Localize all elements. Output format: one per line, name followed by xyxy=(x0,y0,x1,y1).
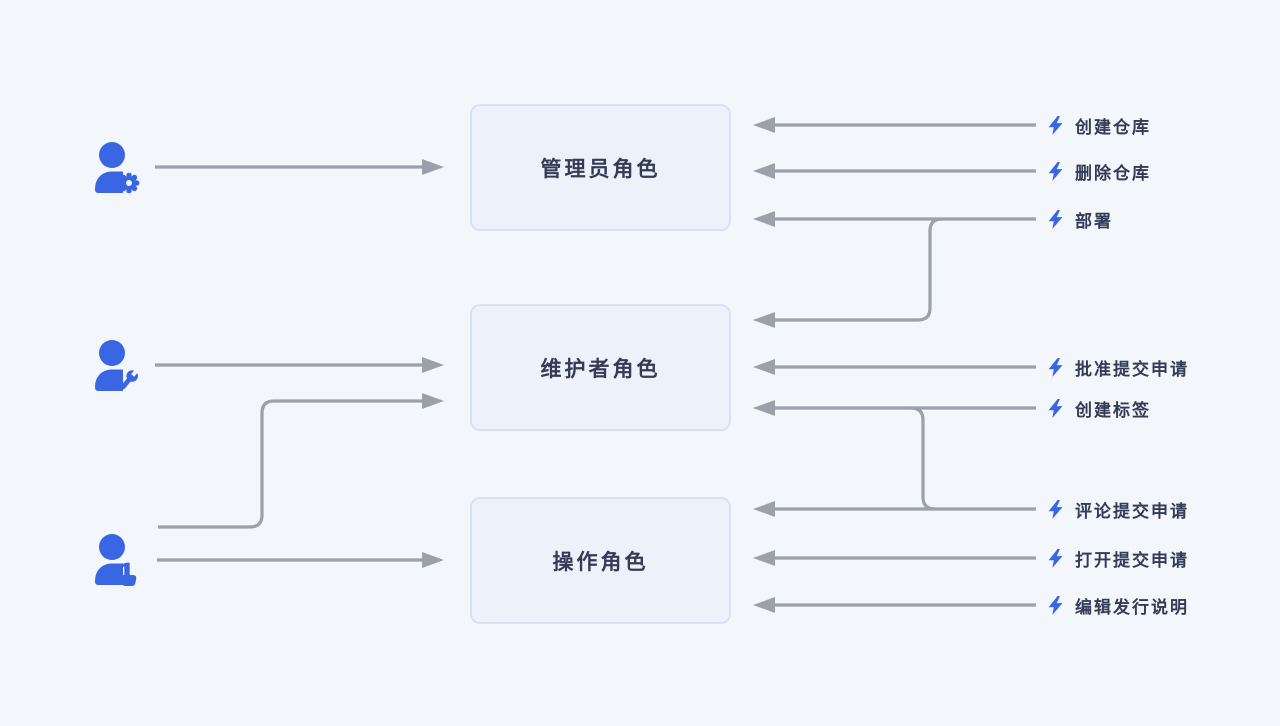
lightning-bolt-icon xyxy=(1048,357,1063,377)
role-box-admin: 管理员角色 xyxy=(470,104,731,231)
action-label: 评论提交申请 xyxy=(1075,501,1189,521)
lightning-bolt-icon xyxy=(1048,115,1063,135)
lightning-bolt-icon xyxy=(1048,548,1063,568)
lightning-bolt-icon xyxy=(1048,161,1063,181)
action-create-tag: 创建标签 xyxy=(1047,395,1151,421)
role-box-operator: 操作角色 xyxy=(470,497,731,624)
action-label: 创建标签 xyxy=(1075,400,1151,420)
role-label-maintainer: 维护者角色 xyxy=(540,357,661,381)
gear-icon xyxy=(118,172,140,194)
action-create-repo: 创建仓库 xyxy=(1047,112,1151,138)
lightning-bolt-icon xyxy=(1048,398,1063,418)
operator-user-icon xyxy=(91,533,143,587)
wrench-icon xyxy=(120,368,139,390)
action-approve-pr: 批准提交申请 xyxy=(1047,354,1189,380)
action-edit-release-notes: 编辑发行说明 xyxy=(1047,592,1189,618)
role-label-admin: 管理员角色 xyxy=(540,157,661,181)
action-label: 部署 xyxy=(1075,211,1113,231)
role-box-maintainer: 维护者角色 xyxy=(470,304,731,431)
edge-operator-to-maintrole xyxy=(158,399,423,529)
action-comment-pr: 评论提交申请 xyxy=(1047,496,1189,522)
user-gear-icon xyxy=(95,142,140,194)
action-label: 编辑发行说明 xyxy=(1075,597,1189,617)
lightning-bolt-icon xyxy=(1048,209,1063,229)
lightning-bolt-icon xyxy=(1048,595,1063,615)
action-label: 批准提交申请 xyxy=(1075,359,1189,379)
action-label: 打开提交申请 xyxy=(1075,550,1189,570)
action-label: 删除仓库 xyxy=(1075,163,1151,183)
action-label: 创建仓库 xyxy=(1075,117,1151,137)
action-deploy: 部署 xyxy=(1047,206,1113,232)
role-label-operator: 操作角色 xyxy=(552,550,649,574)
user-tap-pointer-icon xyxy=(95,534,137,586)
edge-commentpr-maintainer xyxy=(910,406,936,511)
tap-pointer-icon xyxy=(118,562,137,586)
maintainer-user-icon xyxy=(91,339,143,393)
action-open-pr: 打开提交申请 xyxy=(1047,545,1189,571)
user-wrench-icon xyxy=(95,340,139,391)
edge-deploy-maintainer xyxy=(774,217,943,322)
action-delete-repo: 删除仓库 xyxy=(1047,158,1151,184)
lightning-bolt-icon xyxy=(1048,499,1063,519)
admin-user-icon xyxy=(91,141,143,195)
